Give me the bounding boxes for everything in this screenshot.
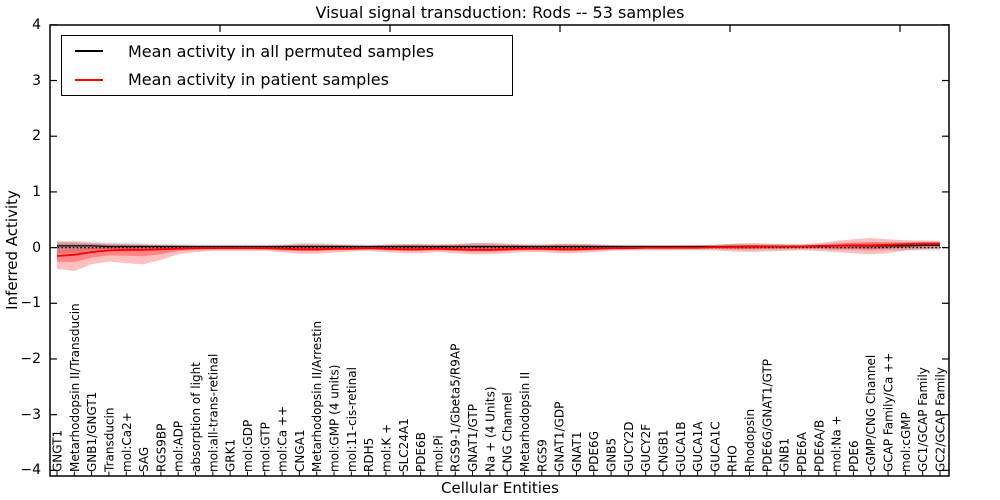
- x-tick-label: PDE6G: [587, 431, 601, 472]
- x-tick-label: RGS9: [535, 439, 549, 472]
- legend-item-patient: Mean activity in patient samples: [62, 67, 512, 93]
- x-tick-label: GNB1: [778, 438, 792, 472]
- y-tick-label: −2: [20, 350, 41, 367]
- y-tick-label: 0: [32, 239, 41, 256]
- x-tick-label: mol:GMP (4 units): [328, 365, 342, 472]
- x-tick-label: GNB5: [605, 438, 619, 472]
- x-tick-label: GNB1/GNGT1: [85, 392, 99, 472]
- x-axis-label: Cellular Entities: [441, 479, 559, 497]
- x-tick-label: CNG Channel: [501, 392, 515, 472]
- y-tick-label: 4: [32, 16, 41, 33]
- x-tick-label: RHO: [726, 445, 740, 472]
- x-tick-label: mol:K +: [380, 424, 394, 472]
- patient-mean-line: [56, 242, 940, 257]
- x-tick-label: mol:GTP: [258, 422, 272, 472]
- x-tick-label: mol:cGMP: [899, 412, 913, 472]
- y-tick-label: −1: [20, 295, 41, 312]
- y-tick-label: −3: [20, 406, 41, 423]
- patient-ci-band-outer: [57, 238, 940, 271]
- y-tick-label: 1: [32, 183, 41, 200]
- x-tick-label: Metarhodopsin II/Transducin: [68, 303, 82, 472]
- x-tick-label: GUCY2D: [622, 422, 636, 472]
- x-tick-label: GNAT1/GTP: [466, 404, 480, 472]
- x-tick-label: mol:all-trans-retinal: [206, 354, 220, 472]
- x-tick-label: Rhodopsin: [743, 409, 757, 472]
- x-tick-label: SLC24A1: [397, 418, 411, 472]
- x-tick-label: Transducin: [102, 408, 116, 473]
- legend-label-patient: Mean activity in patient samples: [128, 70, 389, 90]
- x-tick-label: GNGT1: [51, 430, 65, 472]
- x-tick-label: PDE6A: [795, 431, 809, 472]
- x-tick-label: GUCA1A: [691, 421, 705, 472]
- legend: Mean activity in all permuted samples Me…: [61, 35, 513, 96]
- x-tick-label: GC2/GCAP Family: [934, 367, 948, 472]
- x-tick-label: mol:Ca ++: [276, 406, 290, 472]
- x-tick-label: CNGB1: [657, 429, 671, 472]
- axes-spines: [49, 24, 950, 477]
- x-tick-label: mol:11-cis-retinal: [345, 367, 359, 472]
- x-tick-label: PDE6B: [414, 432, 428, 472]
- y-tick-label: 3: [32, 72, 41, 89]
- y-axis-tick-labels: 4 3 2 1 0 −1 −2 −3 −4: [0, 0, 44, 500]
- x-tick-label: RGS9-1/Gbeta5/R9AP: [449, 344, 463, 472]
- y-tick-label: 2: [32, 128, 41, 145]
- x-tick-label: mol:Na +: [830, 415, 844, 472]
- x-tick-label: GUCA1C: [708, 421, 722, 472]
- x-tick-label: PDE6A/B: [812, 420, 826, 472]
- x-tick-label: CNGA1: [293, 430, 307, 473]
- x-tick-label: PDE6G/GNAT1/GTP: [760, 359, 774, 472]
- x-tick-label: GUCY2F: [639, 424, 653, 472]
- x-tick-label: mol:GDP: [241, 420, 255, 472]
- x-tick-label: mol:Pi: [431, 435, 445, 472]
- x-tick-label: PDE6: [847, 440, 861, 472]
- x-tick-label: GRK1: [224, 439, 238, 472]
- x-tick-label: RDH5: [362, 438, 376, 472]
- x-tick-label: RGS9BP: [154, 424, 168, 472]
- x-tick-label: GNAT1/GDP: [553, 402, 567, 472]
- x-tick-label: GNAT1: [570, 431, 584, 472]
- x-tick-label: GCAP Family/Ca ++: [882, 353, 896, 472]
- legend-label-permuted: Mean activity in all permuted samples: [128, 41, 435, 61]
- x-tick-label: absorption of light: [189, 362, 203, 472]
- x-tick-label: GC1/GCAP Family: [916, 367, 930, 472]
- x-tick-label: Metarhodopsin II/Arrestin: [310, 321, 324, 472]
- chart-title: Visual signal transduction: Rods -- 53 s…: [315, 3, 685, 22]
- x-tick-label: mol:ADP: [172, 421, 186, 472]
- x-tick-label: mol:Ca2+: [120, 412, 134, 472]
- red-line-swatch-icon: [75, 78, 103, 81]
- x-tick-label: SAG: [137, 447, 151, 472]
- x-tick-label: cGMP/CNG Channel: [864, 355, 878, 472]
- black-line-swatch-icon: [75, 50, 103, 53]
- x-tick-label: Na + (4 Units): [483, 386, 497, 472]
- y-tick-label: −4: [20, 462, 41, 479]
- x-tick-label: Metarhodopsin II: [518, 372, 532, 472]
- legend-item-permuted: Mean activity in all permuted samples: [62, 38, 512, 64]
- x-tick-label: GUCA1B: [674, 421, 688, 472]
